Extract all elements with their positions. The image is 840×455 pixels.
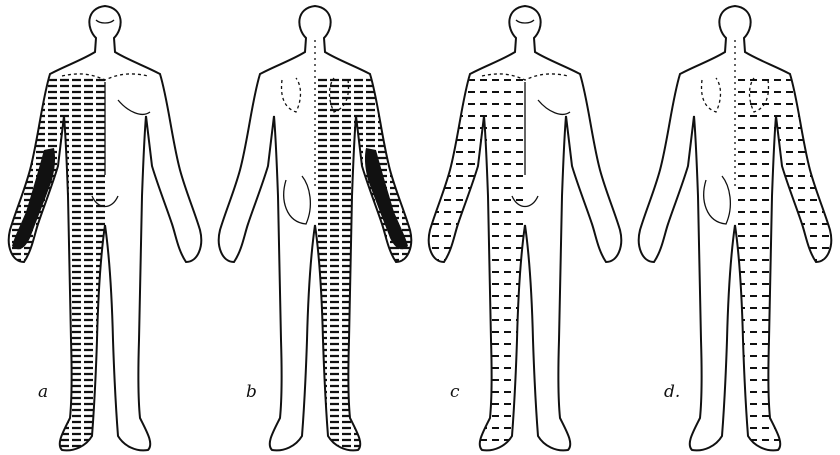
- figure-panel-4: d.: [630, 0, 840, 455]
- figure-panel-1: a: [0, 0, 210, 455]
- body-figure-back: [210, 0, 420, 455]
- figure-label: d.: [664, 382, 680, 402]
- figure-panel-3: c: [420, 0, 630, 455]
- figure-label: c: [450, 382, 460, 402]
- body-figure-front: [0, 0, 210, 455]
- figure-label: a: [38, 382, 48, 402]
- figure-panel-2: b: [210, 0, 420, 455]
- figure-label: b: [246, 382, 257, 402]
- body-figure-back: [630, 0, 840, 455]
